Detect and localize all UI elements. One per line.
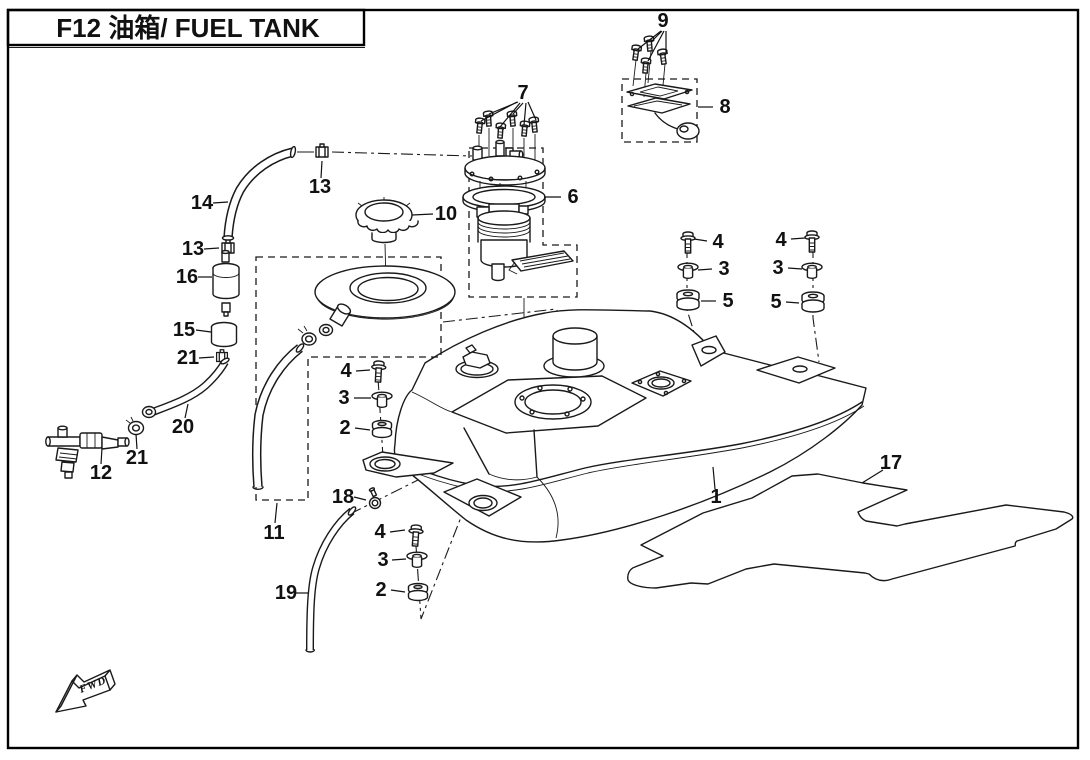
callout-leader-7 [523,102,527,126]
callout-leader-11 [274,502,278,524]
pump-screws-drawing [473,110,541,140]
callout-leader-17 [861,469,884,484]
callout-leader-13 [320,160,323,179]
part-callout-13: 13 [182,238,204,260]
part-callout-2: 2 [375,579,386,601]
callout-leader-3 [787,267,803,270]
clip-18-drawing [368,487,382,510]
part-callout-17: 17 [880,452,902,474]
callout-leader-18 [353,496,367,501]
fuel-filter-drawing [212,249,240,317]
callout-leader-4 [693,238,708,242]
title-box [6,8,366,47]
callout-leader-4 [355,369,371,372]
title-block: F12 油箱/ FUEL TANK [6,8,366,48]
part-callout-21: 21 [177,347,199,369]
callout-leader-7 [527,101,537,121]
callout-leader-12 [100,447,103,465]
part-callout-5: 5 [722,290,733,312]
callout-leader-15 [195,329,212,333]
part-callout-3: 3 [772,257,783,279]
sensor-assembly-box [621,78,698,143]
page-border [6,8,1080,750]
part-callout-4: 4 [374,521,386,543]
fuel-sensor-drawing [626,50,700,140]
part-callout-3: 3 [718,258,729,280]
part-callout-5: 5 [770,291,781,313]
part-callout-12: 12 [90,462,112,484]
callout-leader-21 [135,433,138,450]
callout-leader-1 [712,466,716,490]
filler-assembly-box [255,256,442,501]
callout-leader-3 [697,268,713,271]
part-callout-8: 8 [719,96,730,118]
part-callout-10: 10 [435,203,457,225]
part-callout-3: 3 [338,387,349,409]
part-callout-11: 11 [263,522,284,544]
assembly-boxes [255,78,698,501]
fuel-cap-drawing [355,197,419,244]
part-callout-15: 15 [173,319,195,341]
part-callout-4: 4 [775,229,787,251]
fuel-pump-assembly-drawing [462,128,574,282]
fwd-arrow: FWD [55,669,116,713]
callout-leader-10 [411,213,434,216]
vent-hose-14-drawing [221,145,297,241]
callout-leader-4 [389,529,406,533]
page-title: F12 油箱/ FUEL TANK [56,13,320,43]
hose-clamp-13a [315,143,329,158]
heat-shield-mat-drawing [627,473,1074,589]
callout-leader-20 [184,403,189,419]
filler-ring-assembly-drawing [251,265,456,490]
callout-leader-7 [512,102,524,115]
part-callout-21: 21 [126,447,148,469]
callout-leader-9 [637,30,662,50]
fuel-hose-20-drawing [141,357,230,419]
callout-leader-4 [790,237,806,240]
part-callout-19: 19 [275,582,297,604]
callout-leader-21 [198,356,215,359]
part-callout-18: 18 [332,486,354,508]
part-callout-3: 3 [377,549,388,571]
part-callout-6: 6 [567,186,578,208]
part-callout-4: 4 [340,360,352,382]
callout-leader-9 [650,30,663,43]
callout-leader-14 [212,201,229,204]
callout-leader-7 [488,101,519,115]
fuel-tank-drawing [362,309,867,543]
callout-leader-2 [390,589,406,593]
drain-hose-19-drawing [305,506,357,653]
part-callout-13: 13 [309,176,331,198]
callout-leader-5 [785,301,800,304]
pump-assembly-box [468,147,578,298]
callout-leader-2 [354,427,371,431]
callout-leader-3 [391,558,407,561]
callout-leader-9 [647,30,665,62]
callout-leader-7 [499,102,521,128]
part-callout-20: 20 [172,416,194,438]
part-callout-1: 1 [710,486,721,508]
fuel-valve-drawing [45,425,130,479]
part-callout-14: 14 [191,192,214,214]
part-callout-16: 16 [176,266,198,288]
filter-sleeve-drawing [210,321,238,348]
part-callout-7: 7 [517,82,528,104]
callout-leader-13 [203,247,220,250]
part-callout-2: 2 [339,417,350,439]
part-callout-4: 4 [712,231,724,253]
part-callout-9: 9 [657,10,668,32]
clamp-ring-21b [125,416,145,436]
